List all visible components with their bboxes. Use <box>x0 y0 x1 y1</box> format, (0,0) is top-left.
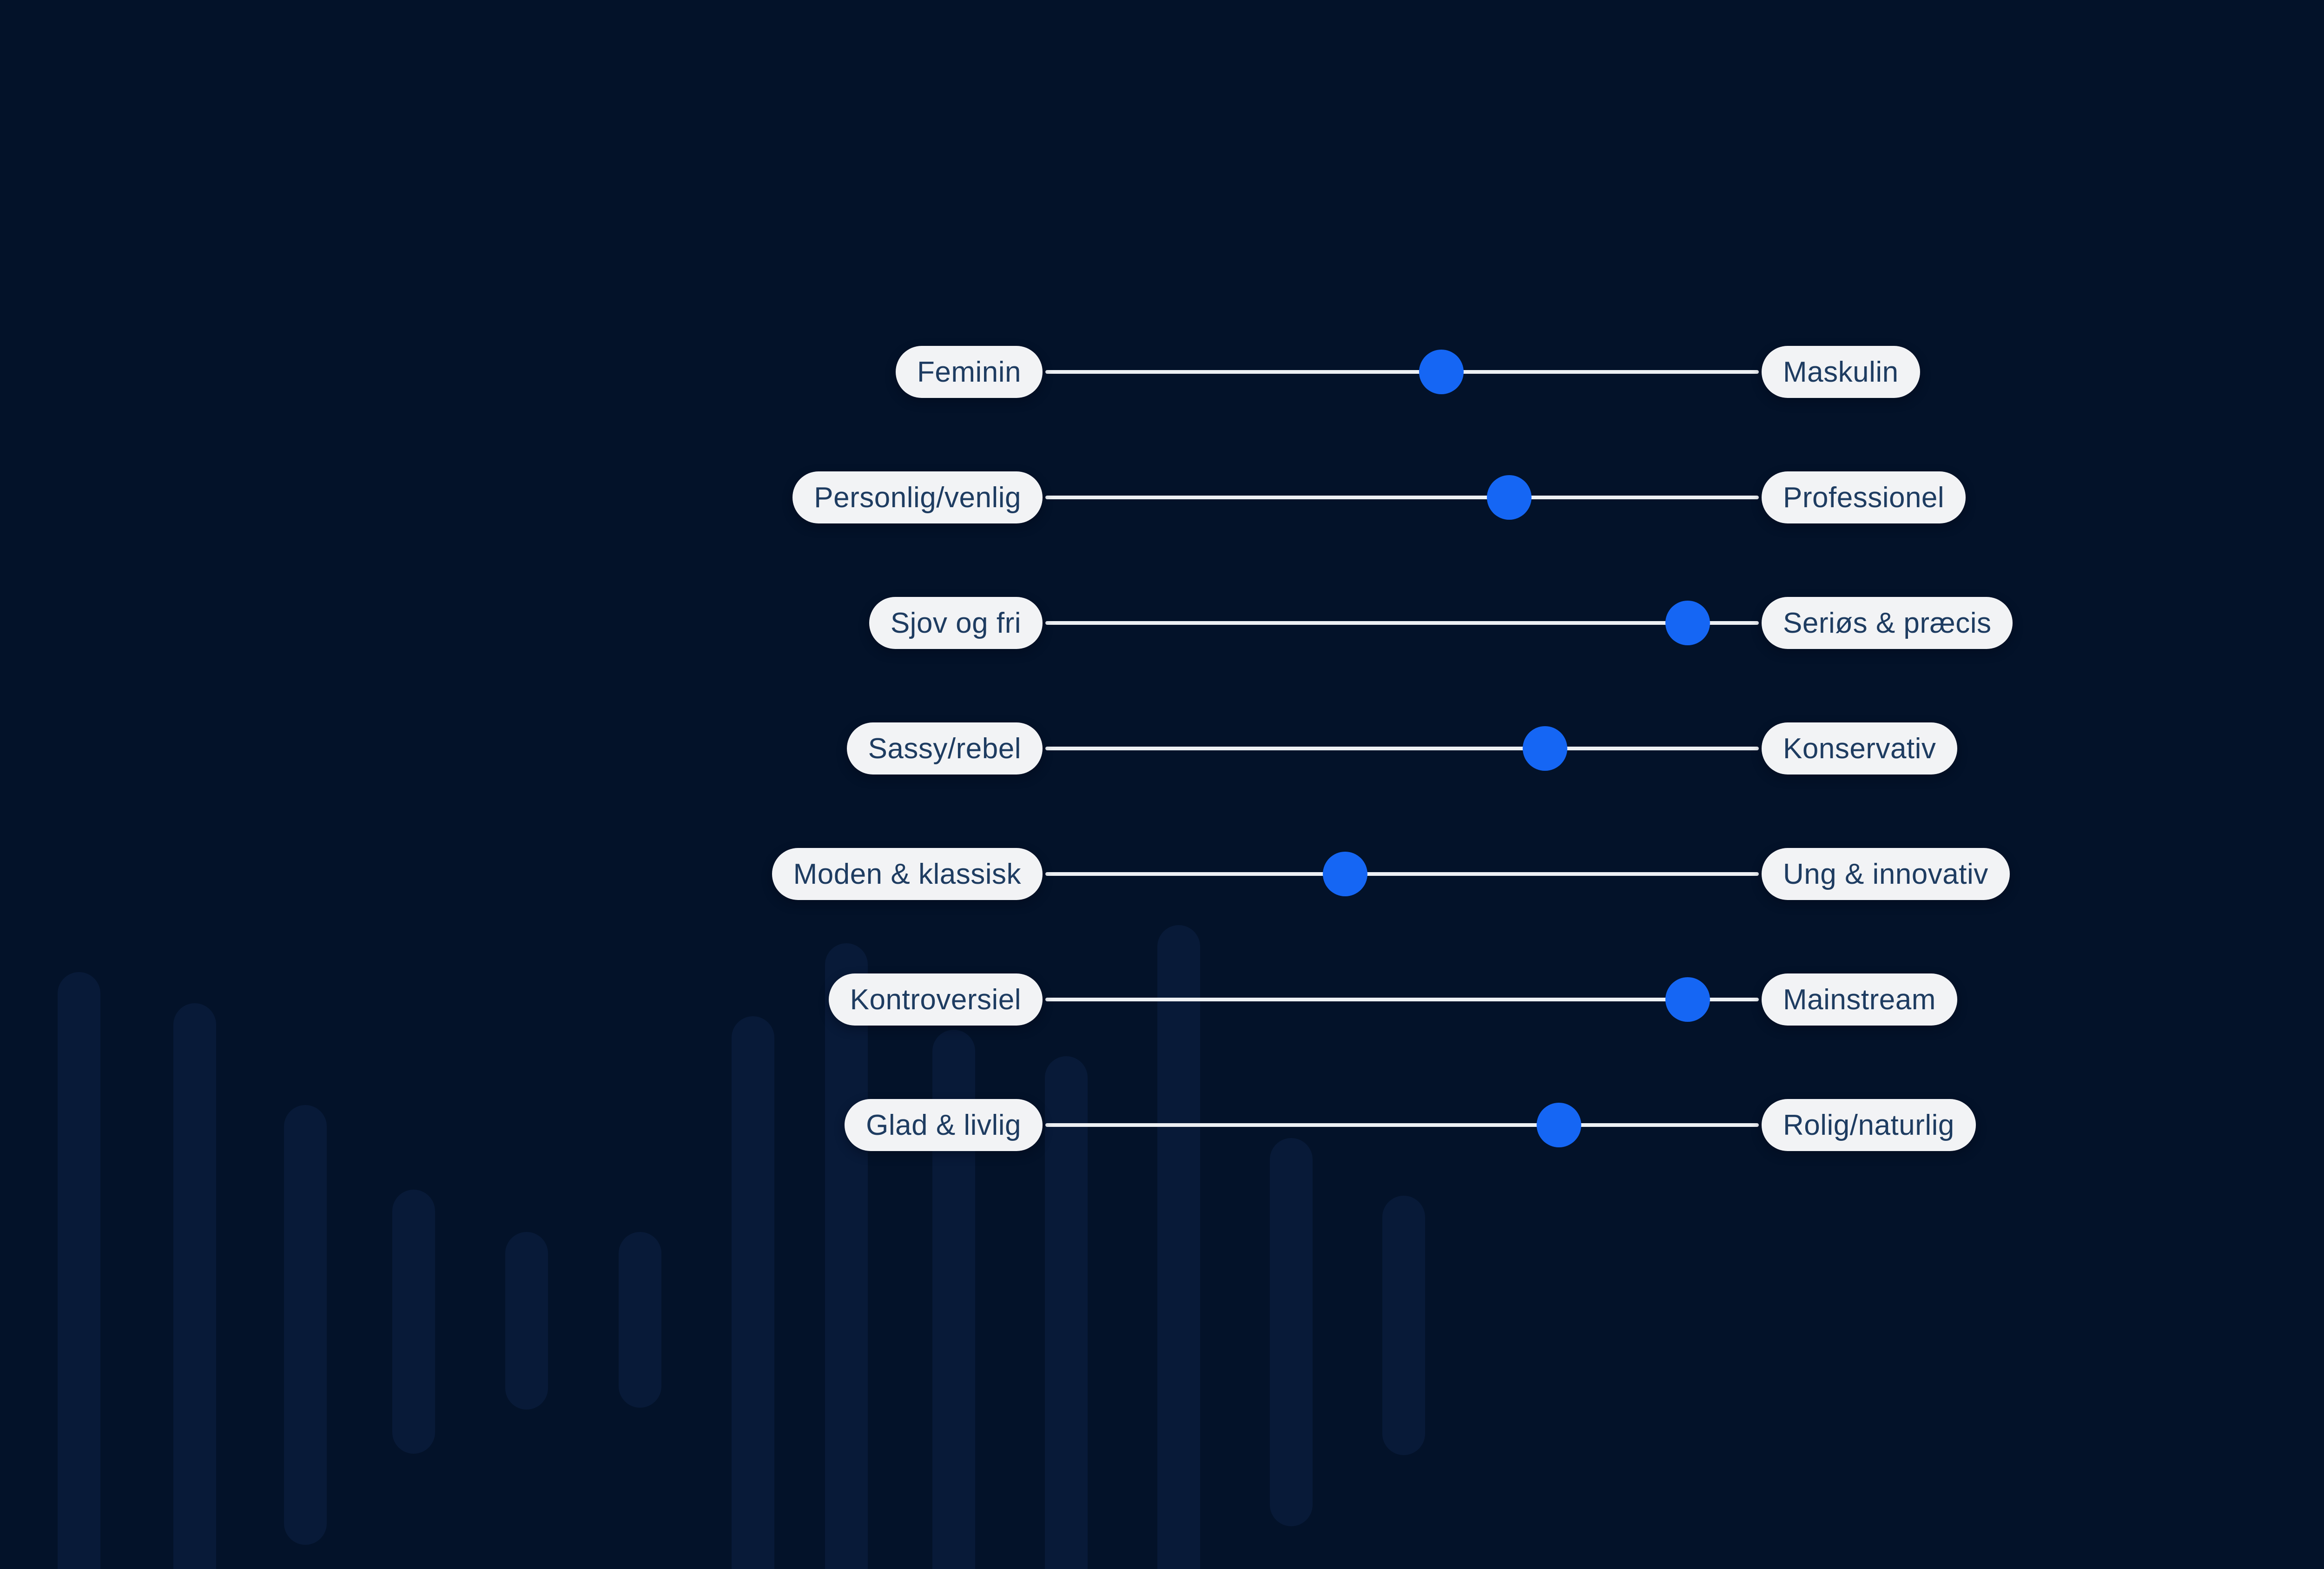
equalizer-bar <box>505 1232 548 1410</box>
slider-handle[interactable] <box>1665 977 1710 1022</box>
slider-right-label: Seriøs & præcis <box>1762 597 2013 649</box>
equalizer-bar <box>1045 1056 1088 1569</box>
equalizer-bar <box>1270 1138 1313 1526</box>
slider-left-label-text: Personlig/venlig <box>814 481 1021 514</box>
slider-right-label-text: Professionel <box>1783 481 1945 514</box>
slider-left-label: Sassy/rebel <box>846 722 1043 775</box>
slider-left-label: Sjov og fri <box>869 597 1043 649</box>
slider-right-label-text: Ung & innovativ <box>1783 858 1988 890</box>
slider-track[interactable] <box>1045 852 1759 896</box>
slider-right-label: Professionel <box>1762 471 1966 523</box>
equalizer-bar <box>173 1003 216 1569</box>
slider-right-label-text: Seriøs & præcis <box>1783 607 1992 639</box>
slider-handle[interactable] <box>1522 726 1567 771</box>
slider-handle[interactable] <box>1486 475 1532 520</box>
equalizer-bar <box>58 972 100 1569</box>
slider-track[interactable] <box>1045 475 1759 520</box>
slider-handle[interactable] <box>1419 350 1464 394</box>
slider-right-label: Rolig/naturlig <box>1762 1099 1976 1151</box>
equalizer-bar <box>732 1016 774 1569</box>
slider-left-label: Personlig/venlig <box>792 471 1043 523</box>
equalizer-bar <box>825 943 868 1569</box>
slider-track[interactable] <box>1045 350 1759 394</box>
slider-track[interactable] <box>1045 601 1759 645</box>
slider-left-label-text: Feminin <box>917 356 1021 388</box>
slider-track[interactable] <box>1045 977 1759 1022</box>
slider-handle[interactable] <box>1537 1103 1582 1147</box>
slider-right-label: Ung & innovativ <box>1762 848 2010 900</box>
equalizer-bar <box>1157 925 1200 1569</box>
slider-left-label: Feminin <box>895 346 1043 398</box>
slider-right-label-text: Mainstream <box>1783 983 1936 1016</box>
slider-left-label: Glad & livlig <box>845 1099 1043 1151</box>
slider-right-label: Konservativ <box>1762 722 1958 775</box>
slider-right-label-text: Maskulin <box>1783 356 1899 388</box>
slider-track[interactable] <box>1045 726 1759 771</box>
equalizer-bar <box>284 1105 327 1545</box>
slider-handle[interactable] <box>1665 601 1710 645</box>
slider-right-label: Maskulin <box>1762 346 1920 398</box>
slider-left-label-text: Kontroversiel <box>850 983 1021 1016</box>
equalizer-bar <box>1382 1196 1425 1455</box>
slider-handle[interactable] <box>1322 852 1367 896</box>
slider-left-label-text: Sjov og fri <box>890 607 1021 639</box>
equalizer-bar <box>392 1190 435 1454</box>
slider-track[interactable] <box>1045 1103 1759 1147</box>
equalizer-bar <box>619 1232 661 1408</box>
slider-right-label-text: Rolig/naturlig <box>1783 1109 1954 1141</box>
slider-left-label-text: Moden & klassisk <box>793 858 1021 890</box>
slider-left-label: Kontroversiel <box>828 973 1043 1026</box>
slider-left-label-text: Glad & livlig <box>866 1109 1021 1141</box>
slider-right-label-text: Konservativ <box>1783 732 1936 765</box>
slider-right-label: Mainstream <box>1762 973 1957 1026</box>
slider-left-label: Moden & klassisk <box>772 848 1043 900</box>
slider-left-label-text: Sassy/rebel <box>868 732 1021 765</box>
